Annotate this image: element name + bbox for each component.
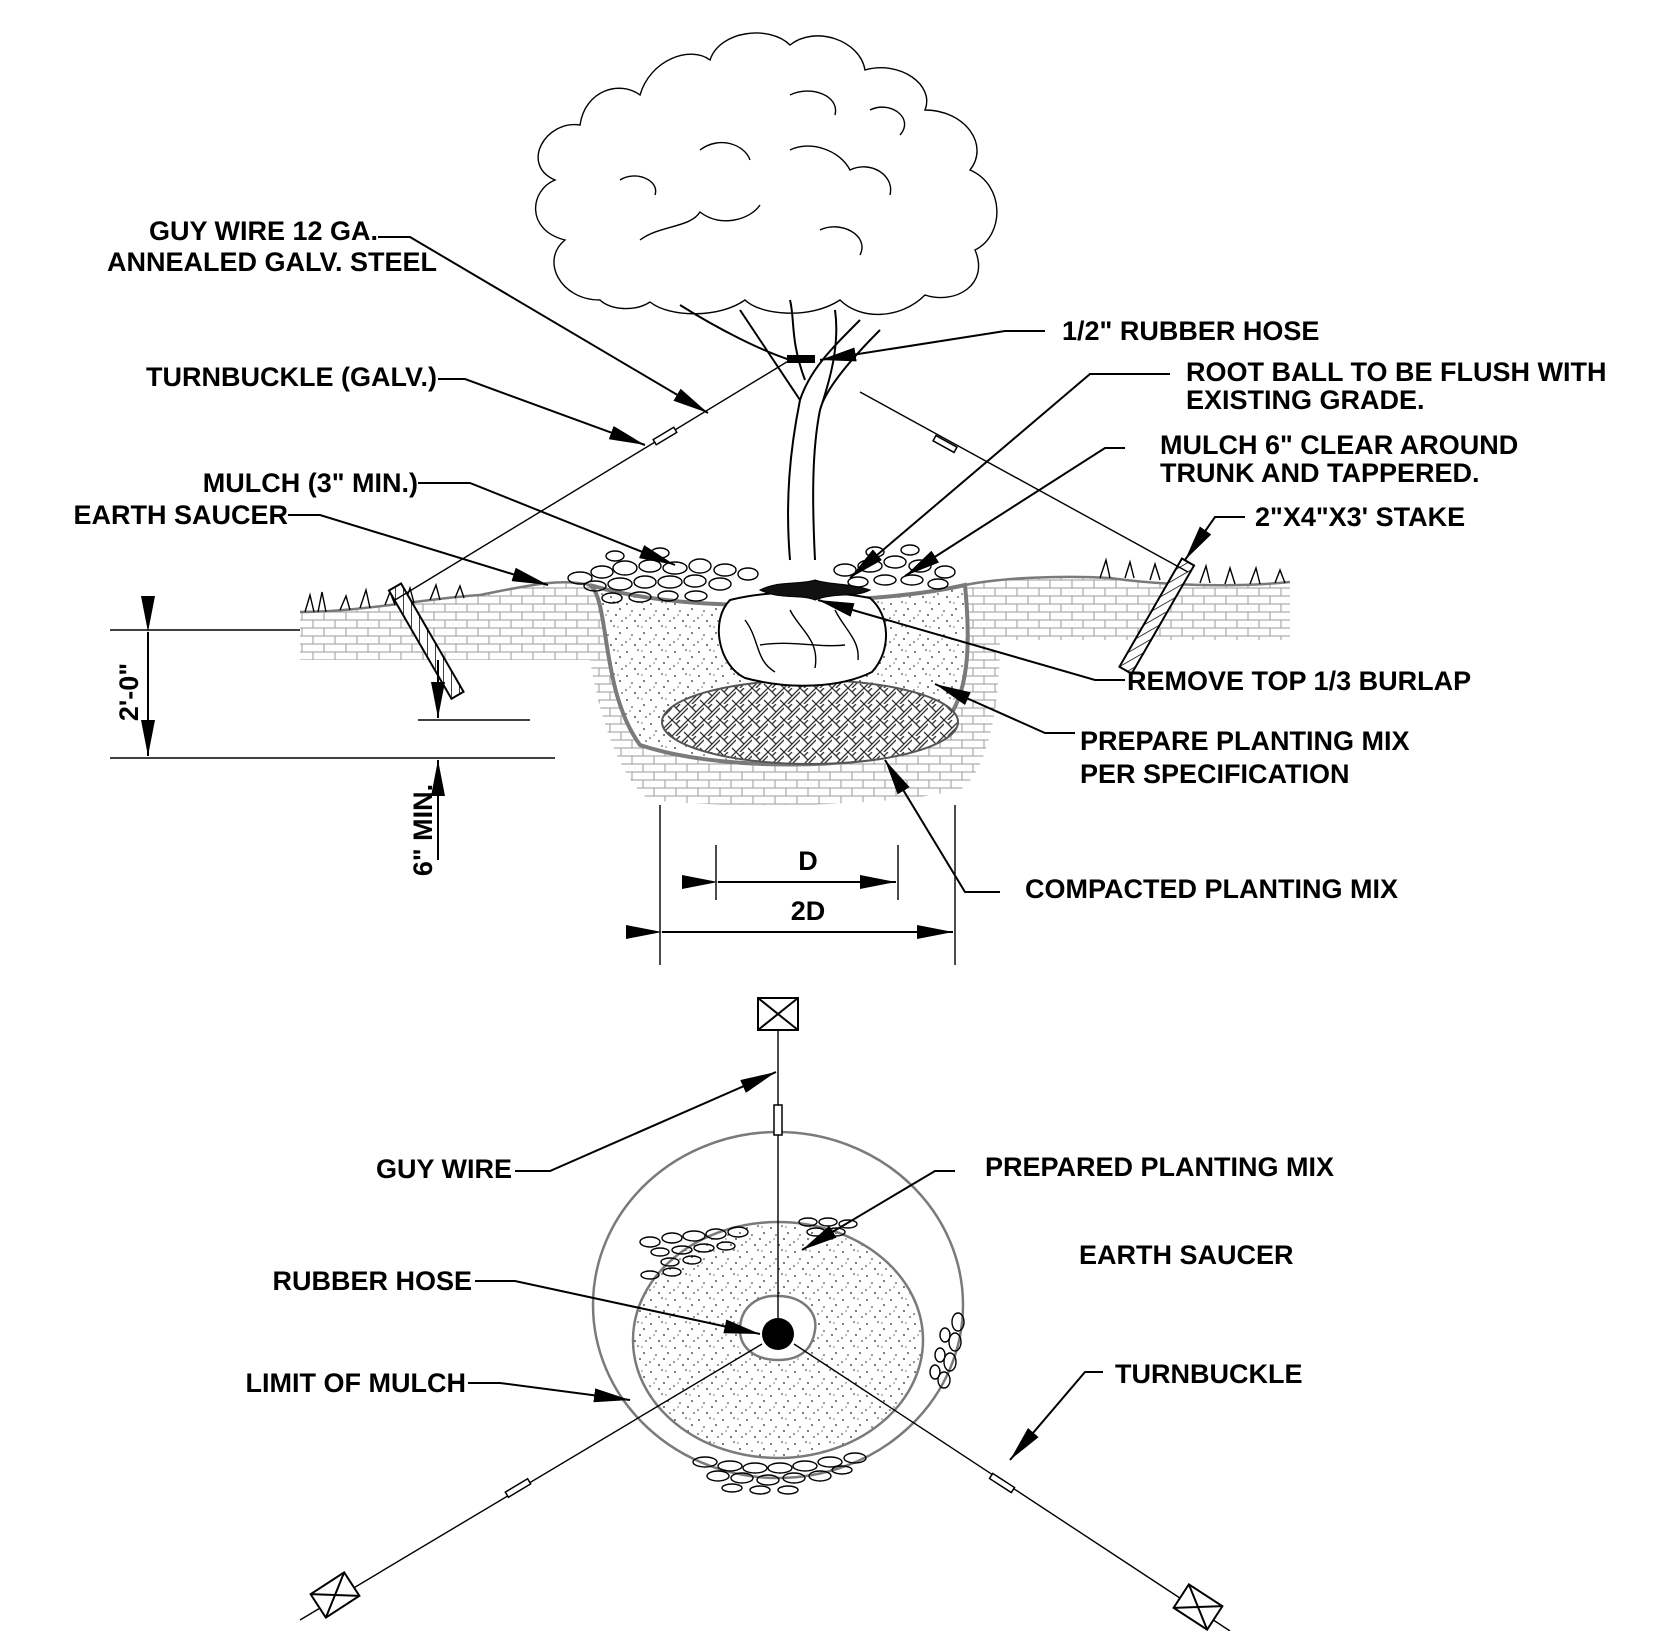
plan-leader-turnbuckle: [1009, 1371, 1103, 1461]
plan-leader-limit-mulch: [468, 1382, 631, 1403]
plan-trunk: [762, 1318, 794, 1350]
plan-leader-guy-wire: [515, 1071, 777, 1172]
plan-label-turnbuckle: TURNBUCKLE: [1115, 1359, 1302, 1389]
plan-leader-rubber-hose: [475, 1280, 761, 1335]
root-ball: [717, 591, 887, 687]
label-earth-saucer: EARTH SAUCER: [73, 500, 288, 530]
label-rubber-hose: 1/2" RUBBER HOSE: [1062, 316, 1319, 346]
leader-turnbuckle: [438, 378, 646, 446]
leader-guy-wire: [378, 236, 709, 414]
plan-label-rubber-hose: RUBBER HOSE: [272, 1266, 472, 1296]
tree-canopy: [534, 32, 998, 316]
plan-stake-right: [1172, 1582, 1224, 1631]
plan-guy-wire-left: [299, 1343, 763, 1621]
leader-mulch-clear: [904, 447, 1125, 577]
plan-mulch-right: [929, 1312, 965, 1389]
canopy-detail: [619, 90, 906, 256]
stake-left: [387, 582, 465, 701]
leader-mulch-min: [418, 482, 676, 566]
plan-stake-top: [757, 997, 799, 1031]
section-view: 2'-0" 6" MIN. D 2D GUY WIRE 12 GA. ANNEA…: [73, 32, 1606, 965]
leader-remove-burlap: [817, 599, 1125, 681]
tree-trunk: [679, 299, 881, 561]
guy-wire-right: [859, 391, 1189, 573]
label-guy-wire-line2: ANNEALED GALV. STEEL: [107, 247, 437, 277]
label-compacted-mix: COMPACTED PLANTING MIX: [1025, 874, 1398, 904]
plan-mulch-bottom: [692, 1452, 867, 1495]
plan-stake-left: [309, 1570, 361, 1620]
plan-turnbuckle-left: [504, 1477, 532, 1499]
guy-wire-left: [394, 359, 791, 601]
leader-compacted-mix: [884, 759, 1000, 893]
leader-root-ball: [849, 373, 1170, 579]
plan-turnbuckle-top: [773, 1104, 783, 1136]
burlap-top: [758, 579, 872, 601]
dim-min-label: 6" MIN.: [408, 784, 438, 876]
label-stake: 2"X4"X3' STAKE: [1255, 502, 1465, 532]
plan-turnbuckle-right: [988, 1472, 1016, 1494]
compacted-planting-mix: [661, 679, 959, 765]
existing-grade-soil: [300, 576, 1290, 806]
label-turnbuckle: TURNBUCKLE (GALV.): [146, 362, 437, 392]
leader-prepare-mix: [934, 683, 1075, 734]
plan-label-prepared-mix: PREPARED PLANTING MIX: [985, 1152, 1334, 1182]
stake-right: [1118, 557, 1196, 676]
turnbuckle-left: [652, 426, 678, 446]
dim-d-label: D: [798, 846, 818, 876]
rubber-hose-section: [787, 355, 815, 363]
label-guy-wire-line1: GUY WIRE 12 GA.: [149, 216, 378, 246]
leader-stake: [1184, 516, 1245, 561]
label-remove-burlap: REMOVE TOP 1/3 BURLAP: [1127, 666, 1471, 696]
dim-depth-label: 2'-0": [114, 663, 144, 721]
label-prepare-mix-line1: PREPARE PLANTING MIX: [1080, 726, 1410, 756]
plan-label-guy-wire: GUY WIRE: [376, 1154, 512, 1184]
grade-line: [299, 575, 1291, 614]
leader-rubber-hose: [819, 330, 1045, 362]
plan-mulch-top-left: [639, 1226, 749, 1280]
label-mulch-clear-line2: TRUNK AND TAPPERED.: [1160, 458, 1480, 488]
turnbuckle-right: [932, 434, 958, 454]
plan-label-earth-saucer: EARTH SAUCER: [1079, 1240, 1294, 1270]
plan-label-limit-of-mulch: LIMIT OF MULCH: [246, 1368, 466, 1398]
mulch-right: [833, 544, 956, 590]
mulch-left: [567, 547, 759, 604]
plan-view: GUY WIRE PREPARED PLANTING MIX EARTH SAU…: [246, 997, 1334, 1631]
leader-earth-saucer: [288, 514, 549, 586]
label-root-ball-line2: EXISTING GRADE.: [1186, 385, 1425, 415]
dim-2d-label: 2D: [791, 896, 826, 926]
plan-leader-prepared-mix: [801, 1170, 955, 1251]
label-root-ball-line1: ROOT BALL TO BE FLUSH WITH: [1186, 357, 1606, 387]
label-prepare-mix-line2: PER SPECIFICATION: [1080, 759, 1350, 789]
label-mulch-min: MULCH (3" MIN.): [203, 468, 418, 498]
label-mulch-clear-line1: MULCH 6" CLEAR AROUND: [1160, 430, 1518, 460]
root-ball-detail: [744, 609, 859, 673]
